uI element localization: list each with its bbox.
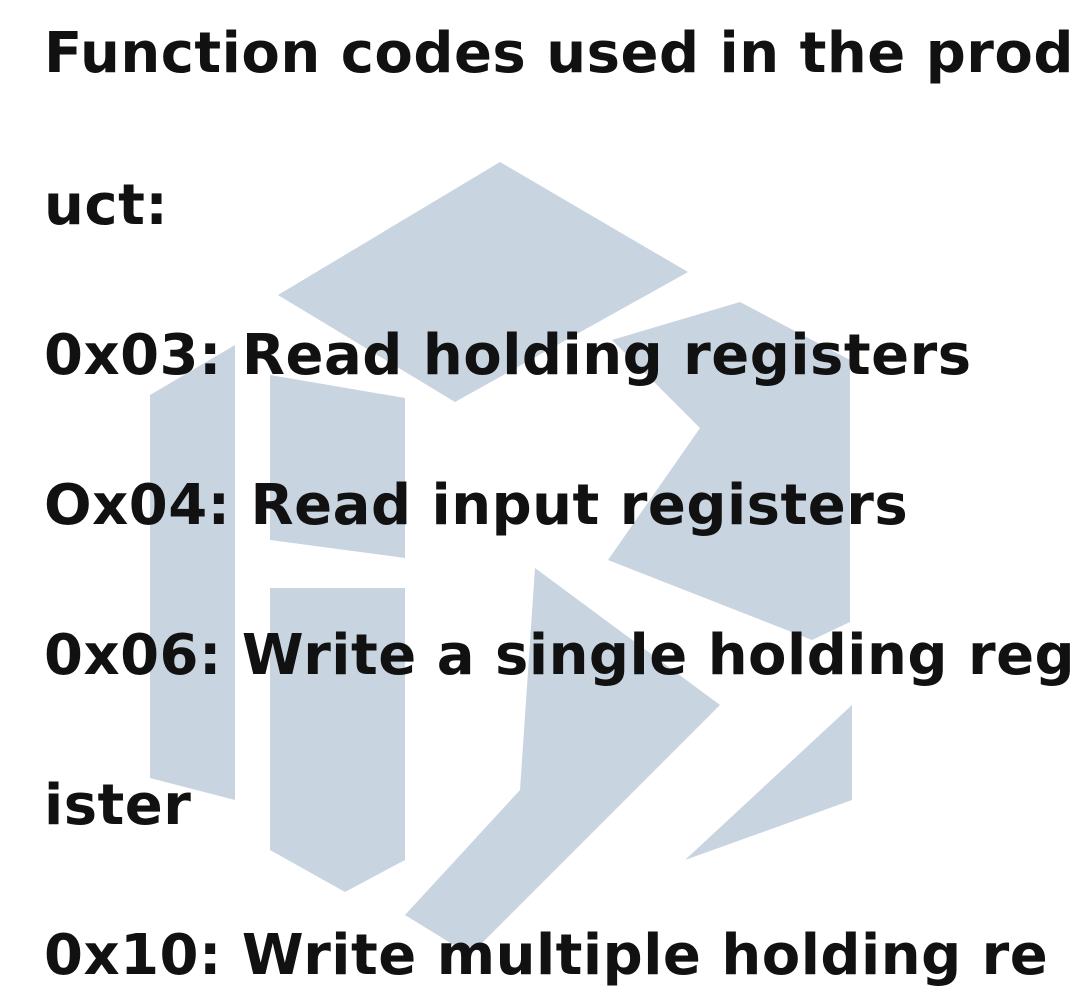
hs-logo-watermark-icon — [150, 162, 852, 955]
text-line-2: uct: — [44, 173, 169, 238]
function-codes-text: Function codes used in the prod uct: 0x0… — [44, 26, 1075, 984]
product-info-page: Function codes used in the prod uct: 0x0… — [44, 25, 1075, 984]
text-line-5: 0x06: Write a single holding reg — [44, 623, 1075, 688]
text-line-3: 0x03: Read holding registers — [44, 323, 972, 388]
text-line-6: ister — [44, 773, 192, 838]
text-line-4: Ox04: Read input registers — [44, 473, 909, 538]
text-line-1: Function codes used in the prod — [44, 21, 1074, 86]
text-line-7: 0x10: Write multiple holding re — [44, 923, 1049, 988]
